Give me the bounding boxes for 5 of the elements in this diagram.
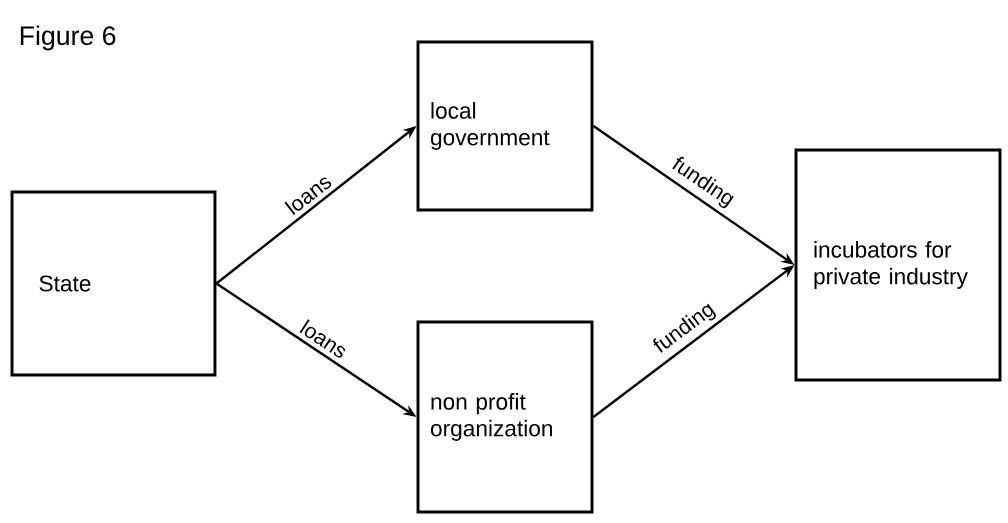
process-box: non profit organization [416, 320, 594, 514]
process-box: State [10, 190, 217, 377]
process-box: local government [416, 40, 594, 212]
process-box: incubators for private industry [794, 148, 1002, 382]
figure-title: Figure 6 [20, 25, 116, 51]
